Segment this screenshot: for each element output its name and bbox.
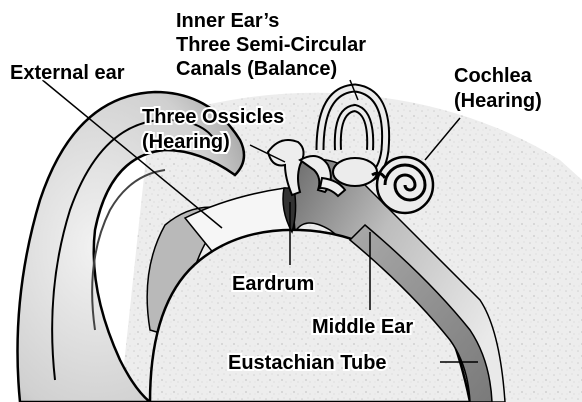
label-cochlea-line1: Cochlea — [454, 65, 533, 87]
label-cochlea-line2: (Hearing) — [454, 90, 542, 112]
label-inner-ear-line2: Three Semi-Circular — [176, 34, 366, 56]
label-inner-ear-line1: Inner Ear’s — [176, 10, 279, 32]
label-eustachian-tube: Eustachian Tube — [228, 352, 387, 374]
label-ossicles-line1: Three Ossicles — [142, 106, 284, 128]
label-eardrum: Eardrum — [232, 273, 314, 295]
label-middle-ear: Middle Ear — [312, 316, 413, 338]
label-external-ear: External ear — [10, 62, 125, 84]
vestibule — [333, 158, 377, 186]
label-ossicles-line2: (Hearing) — [142, 131, 230, 153]
label-inner-ear-line3: Canals (Balance) — [176, 58, 337, 80]
cochlea — [377, 157, 433, 213]
